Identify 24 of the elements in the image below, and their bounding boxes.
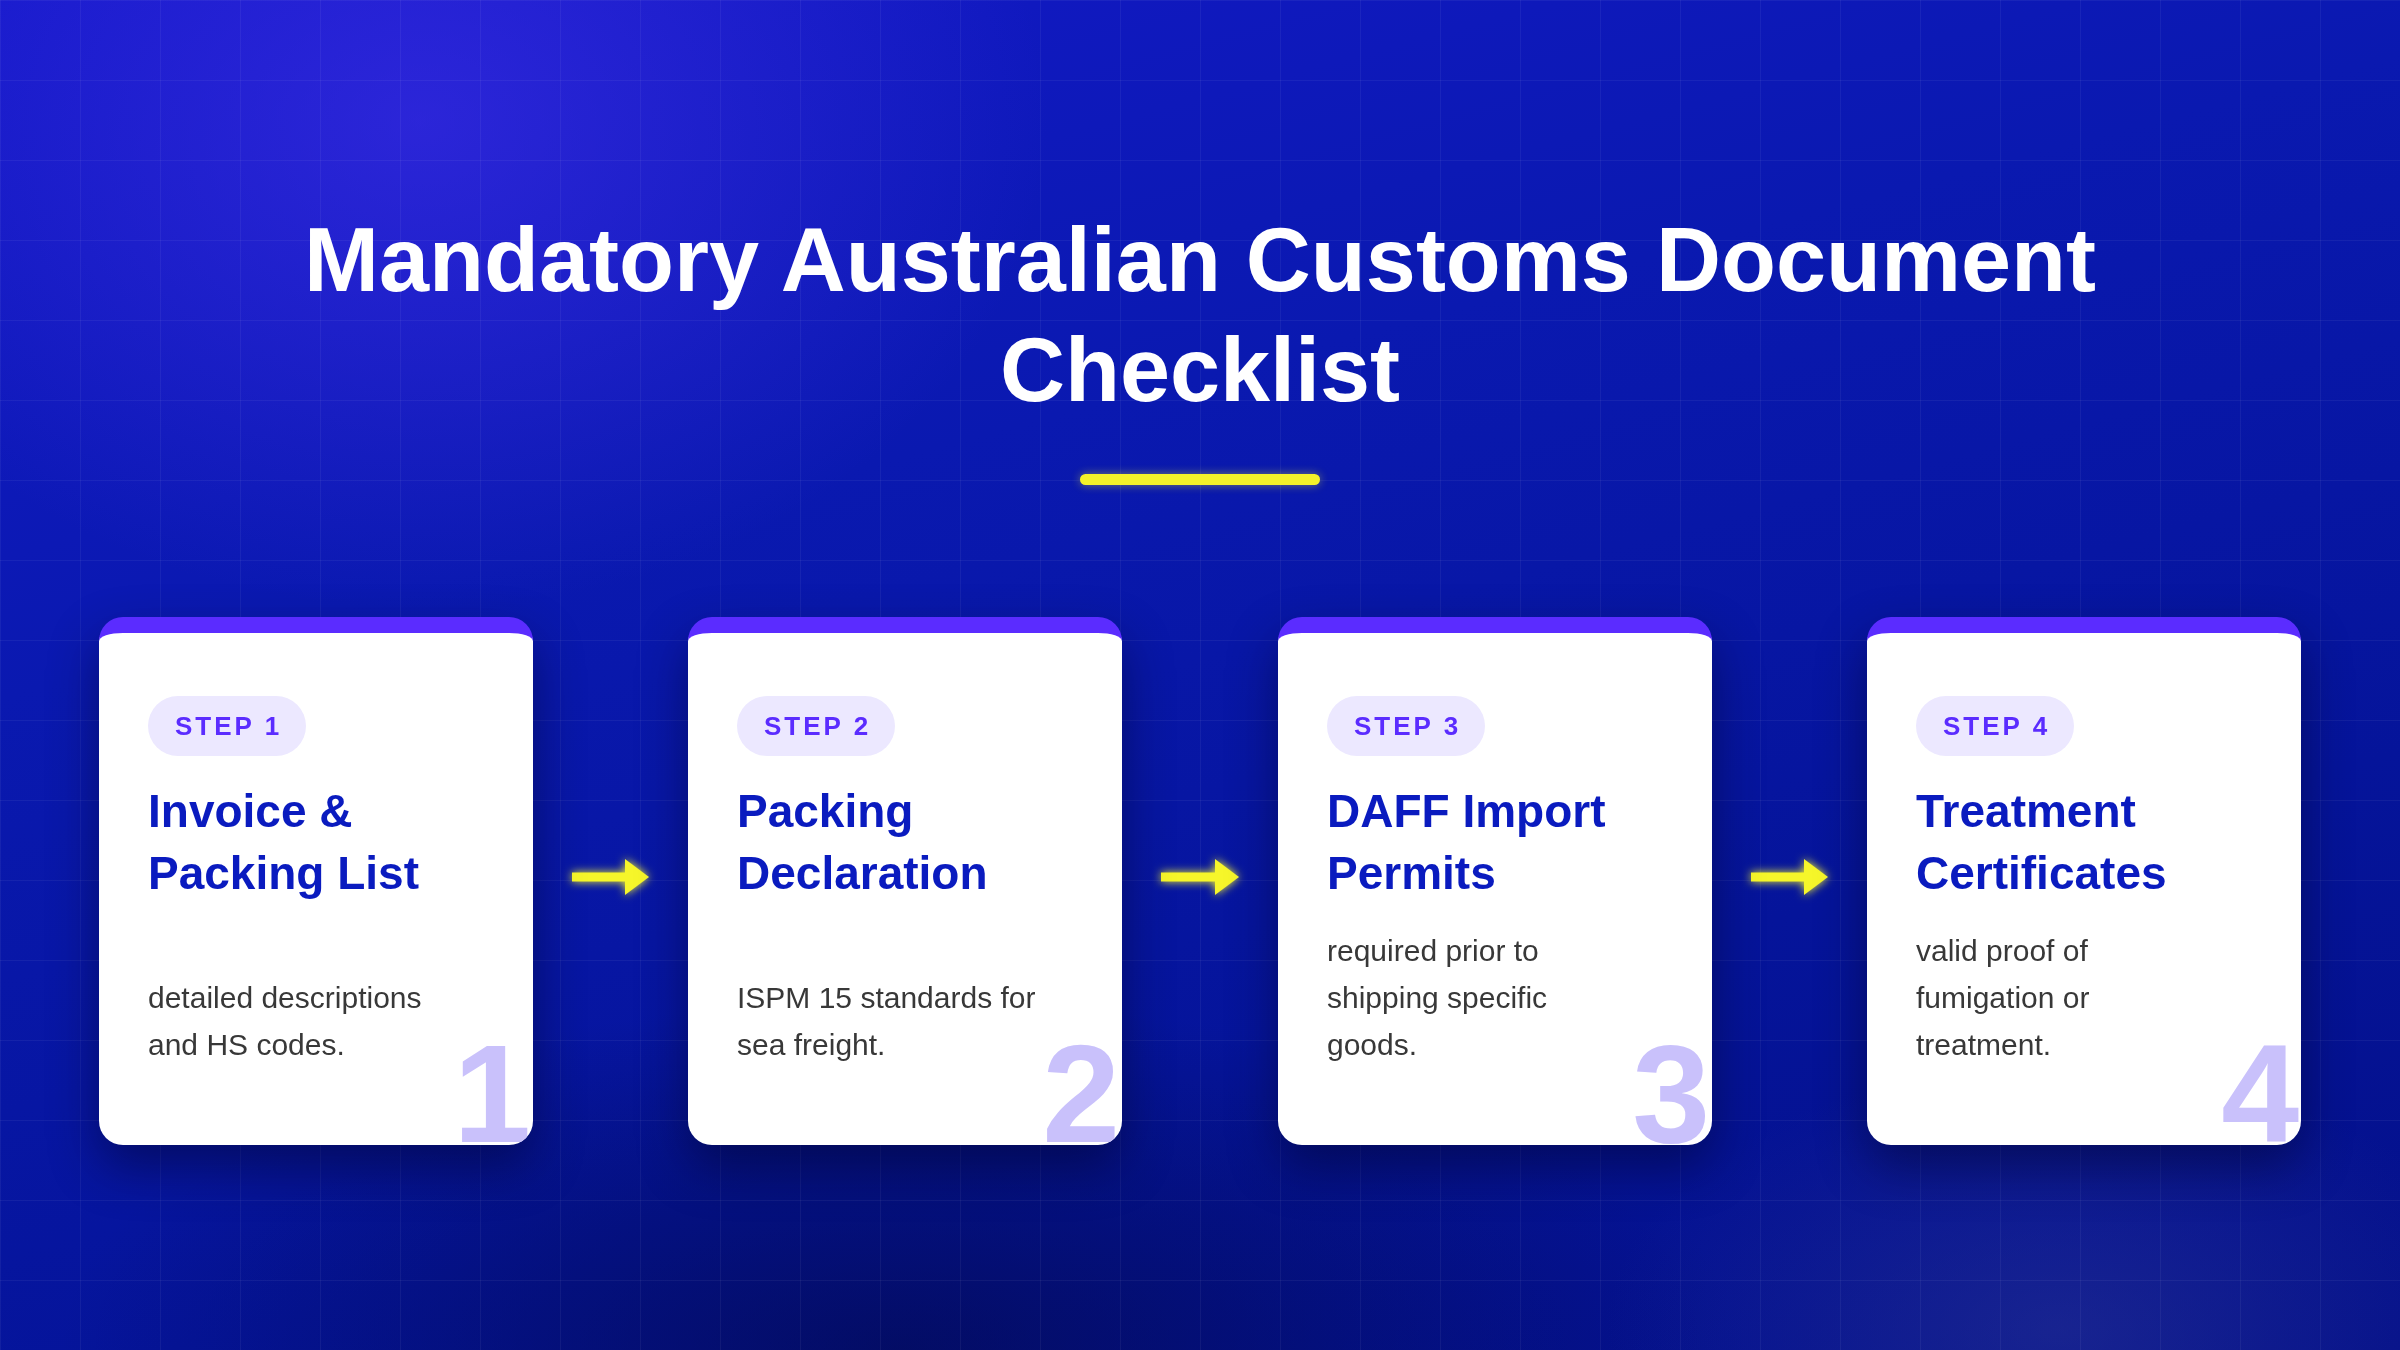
step-number: 1 (453, 1044, 531, 1145)
step-description: detailed descriptions and HS codes. (148, 980, 423, 1063)
step-description: valid proof of fumigation or treatment. (1916, 933, 2091, 1063)
step-card (1867, 617, 2301, 1145)
step-card (1278, 617, 1712, 1145)
step-badge: STEP 1 (148, 696, 307, 756)
step-title: Treatment Certificates (1916, 784, 2168, 901)
step-description: ISPM 15 standards for sea freight. (737, 980, 1037, 1063)
title: Mandatory Australian Customs Document Checklist (303, 209, 2097, 422)
step-number: 2 (1042, 1044, 1120, 1145)
step-number: 3 (1632, 1044, 1710, 1145)
step-card (688, 617, 1122, 1145)
arrow (1161, 859, 1239, 895)
step-badge: STEP 3 (1327, 696, 1486, 756)
step-title: DAFF Import Permits (1327, 784, 1607, 901)
step-title: Invoice & Packing List (148, 784, 420, 901)
arrow (1751, 859, 1828, 895)
step-title: Packing Declaration (737, 784, 989, 901)
step-number: 4 (2221, 1044, 2299, 1145)
arrow (572, 859, 649, 895)
step-badge: STEP 4 (1916, 696, 2075, 756)
step-badge: STEP 2 (737, 696, 896, 756)
step-description: required prior to shipping specific goods. (1327, 933, 1549, 1063)
step-card (99, 617, 533, 1145)
